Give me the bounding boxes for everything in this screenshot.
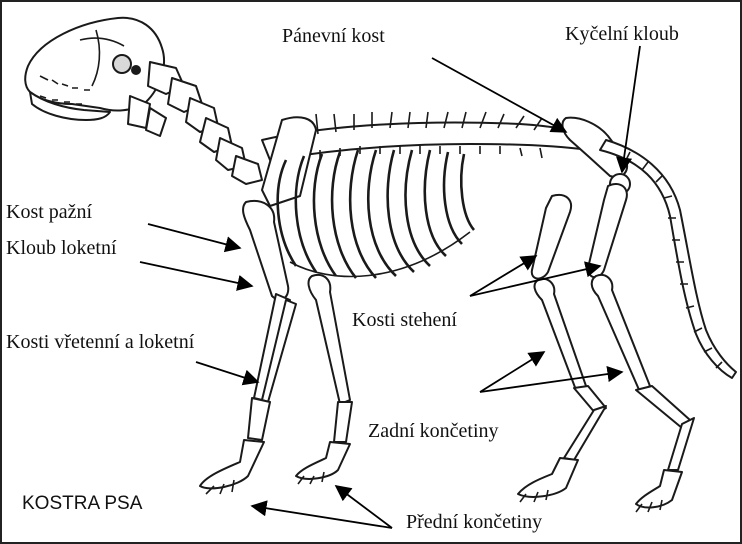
label-zadni-koncetiny: Zadní končetiny bbox=[368, 421, 499, 441]
label-kosti-stehen: Kosti stehení bbox=[352, 310, 457, 330]
label-kosti-vretenni-a-loketni: Kosti vřetenní a loketní bbox=[6, 332, 194, 352]
diagram-title: KOSTRA PSA bbox=[22, 494, 142, 513]
hind-legs bbox=[518, 184, 694, 512]
cervical-vertebrae bbox=[128, 62, 262, 184]
label-kloub-loketni: Kloub loketní bbox=[6, 238, 117, 258]
label-predni-koncetiny: Přední končetiny bbox=[406, 512, 542, 532]
scapula bbox=[262, 117, 316, 206]
label-kost-pazni: Kost pažní bbox=[6, 202, 92, 222]
front-legs bbox=[200, 201, 352, 494]
label-panevni-kost: Pánevní kost bbox=[282, 26, 385, 46]
label-kycelni-kloub: Kyčelní kloub bbox=[565, 24, 679, 44]
